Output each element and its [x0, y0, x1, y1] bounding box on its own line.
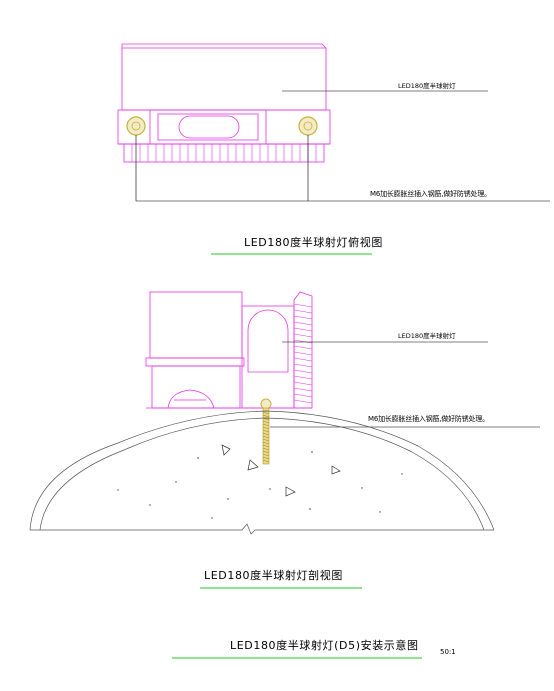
thread-line: [262, 429, 270, 433]
fin-line: [293, 315, 313, 320]
thread-line: [262, 450, 270, 454]
section-view-fixture: [145, 291, 313, 409]
thread-line: [262, 444, 270, 448]
fin-line: [293, 303, 313, 308]
section-view-bolt-note: M6加长膨胀丝插入钢筋,做好防锈处理。: [368, 415, 489, 423]
fin-line: [293, 321, 313, 326]
thread-line: [262, 414, 270, 418]
section-view-title: LED180度半球射灯剖视图: [204, 569, 343, 582]
top-view-bolt-right: [298, 116, 318, 136]
thread-line: [262, 420, 270, 424]
thread-line: [262, 423, 270, 427]
top-view-fixture: [117, 43, 331, 163]
top-view-bolt-note: M6加长膨胀丝插入钢筋,做好防锈处理。: [370, 190, 491, 198]
aggregate-marks: [221, 444, 341, 497]
top-view-leaders: [135, 90, 550, 202]
thread-line: [262, 432, 270, 436]
aggregate-dots: [117, 451, 403, 519]
fin-line: [293, 309, 313, 314]
fin-line: [293, 393, 313, 398]
section-view-bolt-thread: [262, 411, 270, 463]
thread-line: [262, 441, 270, 445]
thread-line: [262, 426, 270, 430]
top-view-cooling-fins: [131, 144, 317, 162]
thread-line: [262, 453, 270, 457]
top-view-title: LED180度半球射灯俯视图: [244, 236, 383, 249]
fin-line: [293, 327, 313, 332]
thread-line: [262, 438, 270, 442]
fin-line: [293, 381, 313, 386]
top-view-fixture-label: LED180度半球射灯: [398, 82, 456, 90]
fin-line: [293, 375, 313, 380]
section-view-fixture-label: LED180度半球射灯: [398, 332, 456, 340]
thread-line: [262, 456, 270, 460]
section-view-cooling-fins: [293, 303, 313, 404]
concrete-dome: [29, 410, 495, 535]
fin-line: [293, 399, 313, 404]
fin-line: [293, 345, 313, 350]
thread-line: [262, 447, 270, 451]
section-view-anchor-bolt: [260, 398, 272, 465]
fin-line: [293, 333, 313, 338]
fin-line: [293, 369, 313, 374]
fin-line: [293, 387, 313, 392]
fin-line: [293, 357, 313, 362]
thread-line: [262, 411, 270, 415]
section-view-leaders: [270, 341, 540, 428]
fin-line: [293, 363, 313, 368]
top-view-bolt-left: [126, 116, 146, 136]
fin-line: [293, 351, 313, 356]
thread-line: [262, 435, 270, 439]
fin-line: [293, 339, 313, 344]
drawing-scale: 50:1: [440, 648, 456, 656]
thread-line: [262, 459, 270, 463]
sheet-title: LED180度半球射灯(D5)安装示意图: [230, 639, 419, 652]
